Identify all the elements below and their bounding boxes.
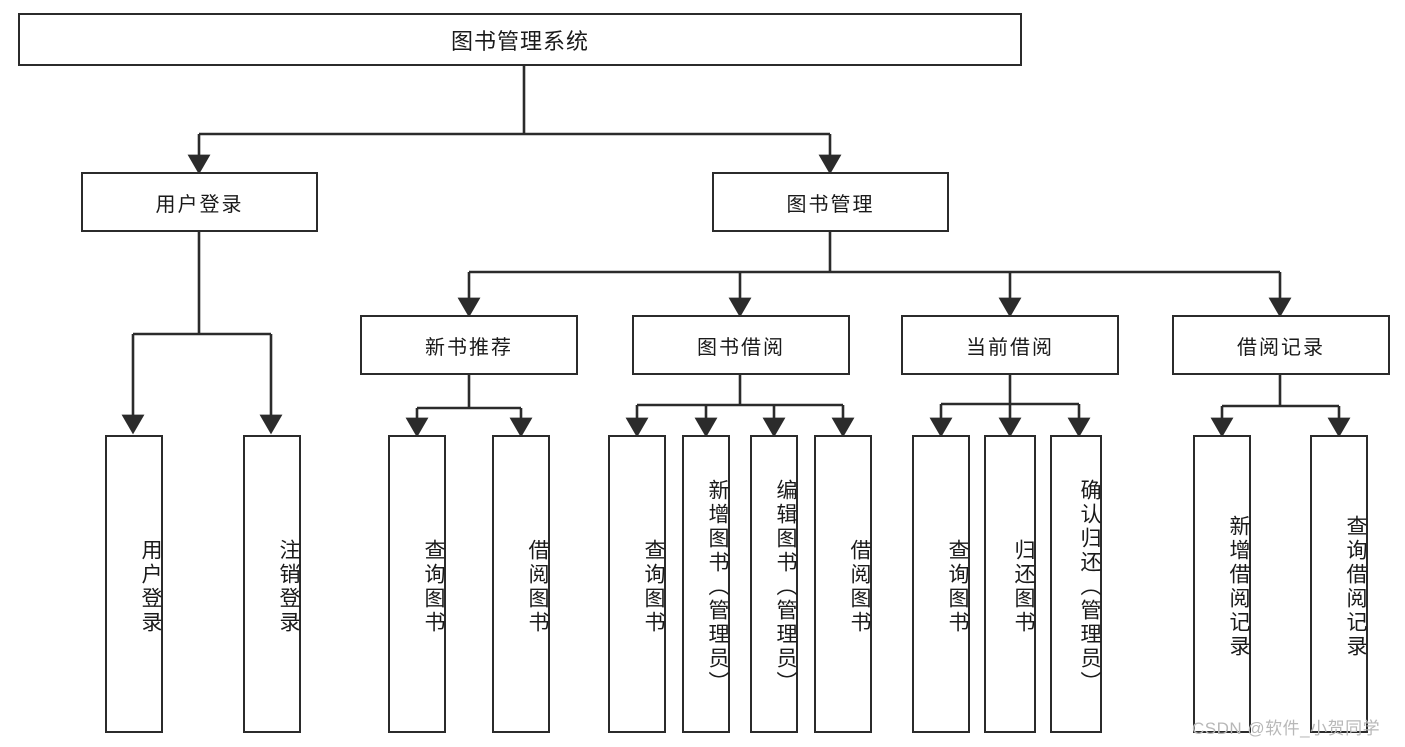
- leaf-new-book-query[interactable]: 查询图书: [388, 435, 446, 733]
- leaf-new-book-borrow[interactable]: 借阅图书: [492, 435, 550, 733]
- node-label: 用户登录: [139, 539, 162, 635]
- csdn-watermark: CSDN @软件_小贺同学: [1192, 719, 1381, 738]
- leaf-book-borrow-edit[interactable]: 编辑图书（管理员）: [750, 435, 798, 733]
- leaf-current-borrow-confirm[interactable]: 确认归还（管理员）: [1050, 435, 1102, 733]
- node-book-management[interactable]: 图书管理: [712, 172, 949, 232]
- node-borrow-record[interactable]: 借阅记录: [1172, 315, 1390, 375]
- node-label: 查询图书: [422, 539, 445, 635]
- node-label: 查询借阅记录: [1344, 515, 1367, 659]
- node-label: 图书管理: [786, 193, 875, 216]
- node-label: 借阅图书: [848, 539, 871, 635]
- leaf-user-login-login[interactable]: 用户登录: [105, 435, 163, 733]
- leaf-book-borrow-add[interactable]: 新增图书（管理员）: [682, 435, 730, 733]
- node-label: 新增借阅记录: [1227, 515, 1250, 659]
- node-label: 归还图书: [1012, 539, 1035, 635]
- leaf-book-borrow-query[interactable]: 查询图书: [608, 435, 666, 733]
- leaf-borrow-record-add[interactable]: 新增借阅记录: [1193, 435, 1251, 733]
- leaf-borrow-record-query[interactable]: 查询借阅记录: [1310, 435, 1368, 733]
- node-label: 借阅记录: [1237, 336, 1325, 359]
- node-new-book-recommend[interactable]: 新书推荐: [360, 315, 578, 375]
- node-label: 查询图书: [642, 539, 665, 635]
- node-book-borrow[interactable]: 图书借阅: [632, 315, 850, 375]
- node-label: 新增图书（管理员）: [706, 479, 729, 695]
- leaf-current-borrow-query[interactable]: 查询图书: [912, 435, 970, 733]
- node-label: 确认归还（管理员）: [1078, 479, 1101, 695]
- node-label: 图书借阅: [697, 336, 785, 359]
- leaf-book-borrow-borrow[interactable]: 借阅图书: [814, 435, 872, 733]
- node-label: 图书管理系统: [450, 28, 589, 54]
- leaf-user-login-logout[interactable]: 注销登录: [243, 435, 301, 733]
- node-label: 借阅图书: [526, 539, 549, 635]
- node-label: 查询图书: [946, 539, 969, 635]
- node-user-login[interactable]: 用户登录: [81, 172, 318, 232]
- node-label: 新书推荐: [425, 336, 513, 359]
- node-label: 编辑图书（管理员）: [774, 479, 797, 695]
- node-label: 当前借阅: [966, 336, 1054, 359]
- node-label: 用户登录: [155, 193, 244, 216]
- node-current-borrow[interactable]: 当前借阅: [901, 315, 1119, 375]
- node-root-system[interactable]: 图书管理系统: [18, 13, 1022, 66]
- leaf-current-borrow-return[interactable]: 归还图书: [984, 435, 1036, 733]
- node-label: 注销登录: [277, 539, 300, 635]
